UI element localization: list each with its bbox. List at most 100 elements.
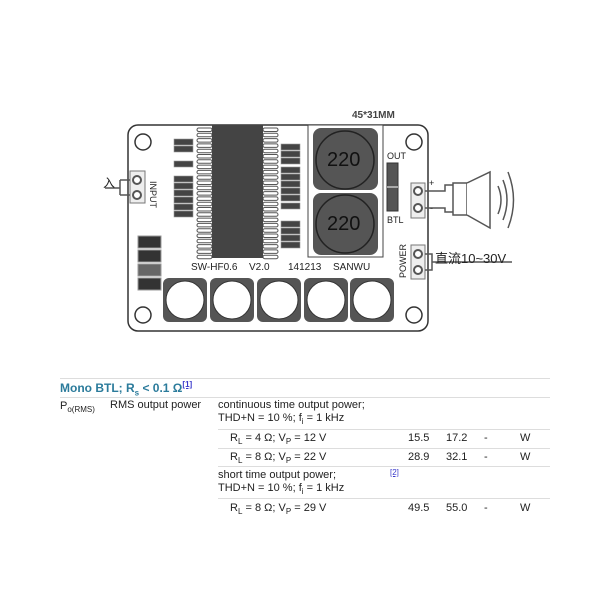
ic-pin (262, 254, 279, 260)
ic-pin (196, 217, 213, 223)
smd-resistor (280, 227, 301, 235)
ic-pin (196, 180, 213, 185)
ic-pin (196, 201, 213, 207)
footnote-link[interactable]: [2] (390, 468, 399, 477)
condition-text: continuous time output power; (218, 399, 365, 411)
ic-pin (262, 127, 279, 132)
out-label: OUT (387, 151, 406, 161)
ic-pin (196, 212, 213, 217)
ic-pin (196, 233, 213, 238)
smd-resistor (280, 143, 301, 151)
ic-pin (262, 207, 279, 212)
ic-pin (196, 249, 213, 254)
input-wire (105, 179, 130, 196)
ic-pin (196, 185, 213, 191)
footnote-link[interactable]: [1] (182, 380, 193, 389)
silk-label: SANWU (333, 262, 371, 273)
ic-pin (196, 191, 213, 196)
ic-pin (196, 196, 213, 201)
inductor-top (313, 128, 378, 190)
ic-pin (196, 254, 213, 260)
ic-pin (262, 169, 279, 175)
inductor-value-label: 220 (327, 213, 361, 235)
parameter-cell: RMS output power (110, 399, 202, 411)
amplifier-ic (212, 125, 263, 258)
ic-pin (262, 148, 279, 154)
ic-pin (262, 164, 279, 170)
ic-pin (262, 132, 279, 138)
smd-resistor (173, 203, 194, 211)
power-resistor (137, 277, 162, 291)
ic-pin (196, 154, 213, 159)
smd-resistor (173, 196, 194, 204)
smd-resistor (173, 210, 194, 218)
power-cn-label: 直流10~30V (435, 251, 507, 266)
ic-pin (196, 132, 213, 138)
power-resistor (137, 249, 162, 263)
power-wire (425, 253, 512, 271)
ic-pin (262, 201, 279, 207)
smd-resistor (280, 187, 301, 195)
ic-pin (262, 175, 279, 180)
mount-hole (405, 306, 423, 324)
ic-pin (262, 238, 279, 244)
table-section-header: Mono BTL; Rs < 0.1 Ω[1] (60, 380, 193, 398)
ic-pin (262, 143, 279, 148)
ic-pin (262, 217, 279, 223)
ic-pin (196, 127, 213, 132)
silk-label: V2.0 (249, 262, 270, 273)
ic-pin (262, 212, 279, 217)
smd-resistor (280, 234, 301, 242)
capacitor-top (212, 280, 252, 320)
minus-label: - (430, 203, 433, 213)
inductor-bottom (313, 193, 378, 255)
mount-hole (134, 306, 152, 324)
power-resistor (137, 263, 162, 277)
ic-pin (262, 185, 279, 191)
condition-text: THD+N = 10 %; fi = 1 kHz (218, 482, 345, 497)
smd-resistor (280, 173, 301, 181)
smd-resistor (173, 175, 194, 183)
ic-pin (262, 233, 279, 238)
ic-pin (262, 191, 279, 196)
ic-pin (196, 244, 213, 249)
smd-resistor (173, 189, 194, 197)
power-label: POWER (398, 243, 408, 278)
smd-resistor (173, 138, 194, 146)
mount-hole (134, 133, 152, 151)
capacitor-top (165, 280, 205, 320)
capacitor-top (259, 280, 299, 320)
input-label: INPUT (148, 181, 158, 208)
ic-pin (196, 138, 213, 143)
ic-pin (196, 148, 213, 154)
smd-resistor (173, 145, 194, 153)
smd-resistor (173, 160, 194, 168)
smd-resistor (280, 166, 301, 174)
mount-hole (405, 133, 423, 151)
ic-pin (196, 169, 213, 175)
smd-resistor (280, 220, 301, 228)
ic-pin (262, 228, 279, 233)
input-cn-label: 入 (103, 176, 116, 190)
ic-pin (196, 159, 213, 164)
capacitor-top (306, 280, 346, 320)
speaker-wire (425, 184, 453, 213)
smd-resistor (280, 202, 301, 210)
ic-pin (196, 164, 213, 170)
ic-pin (196, 222, 213, 228)
ic-pin (262, 154, 279, 159)
smd-resistor (280, 194, 301, 202)
ic-pin (262, 249, 279, 254)
speaker-icon (452, 182, 468, 216)
smd-resistor (280, 180, 301, 188)
silk-label: SW-HF0.6 (191, 262, 238, 273)
silk-label: 141213 (288, 262, 322, 273)
ic-pin (262, 138, 279, 143)
smd-resistor (280, 241, 301, 249)
ic-pin (196, 228, 213, 233)
symbol-cell: Po(RMS) (60, 400, 95, 415)
ic-pin (262, 222, 279, 228)
ic-pin (262, 196, 279, 201)
